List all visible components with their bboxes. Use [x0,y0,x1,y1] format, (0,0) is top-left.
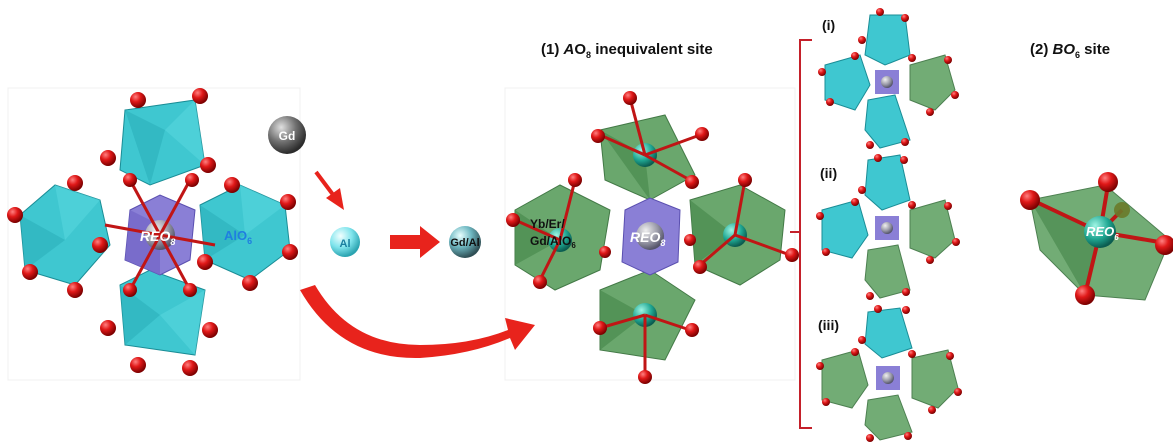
left-octahedron [19,184,111,286]
left-structure: REO8 AlO6 [7,88,298,376]
middle-bonds [514,97,791,375]
variant-i-structure [818,8,959,149]
left-bonds [104,179,216,291]
middle-left-label-line2: Gd/AlO6 [530,234,576,250]
al-atom [330,227,360,257]
substitution-scheme: Gd Al Gd/Al [268,116,535,359]
left-oxygen-atoms [7,88,298,376]
al-label: Al [340,238,351,250]
gd-label: Gd [279,129,296,143]
top-octahedron [119,99,206,186]
middle-oxygen-atoms [506,91,799,384]
bo6-structure: REO6 [1020,172,1173,305]
right-alo-label: AlO6 [224,228,252,246]
middle-structure: Yb/Er/ Gd/AlO6 REO8 [506,91,799,384]
middle-center-label: REO8 [630,229,665,248]
gd-to-al-arrow-shaft [314,170,336,198]
variant-iii-label: (iii) [818,317,839,333]
gdal-label: Gd/Al [450,237,479,249]
site2-heading: (2) BO6 site [1030,41,1110,60]
gdal-atom [449,226,481,258]
middle-left-label-line1: Yb/Er/ [530,217,565,231]
gd-atom [268,116,306,154]
left-center-label: REO8 [140,228,175,247]
substitution-arrow [390,226,440,258]
variant-iii-structure [816,305,962,442]
gd-to-al-arrow-head [326,188,344,210]
right-octahedron [199,184,291,281]
left-panel-frame [7,87,301,381]
variants-bracket [790,39,812,429]
curved-arrow [300,285,535,359]
middle-central-polyhedron [621,197,681,276]
variant-i-label: (i) [822,17,835,33]
variant-ii-label: (ii) [820,165,837,181]
site1-heading: (1) AO8 inequivalent site [541,41,713,60]
variant-ii-structure [816,154,960,300]
bo6-center-label: REO6 [1086,224,1119,242]
